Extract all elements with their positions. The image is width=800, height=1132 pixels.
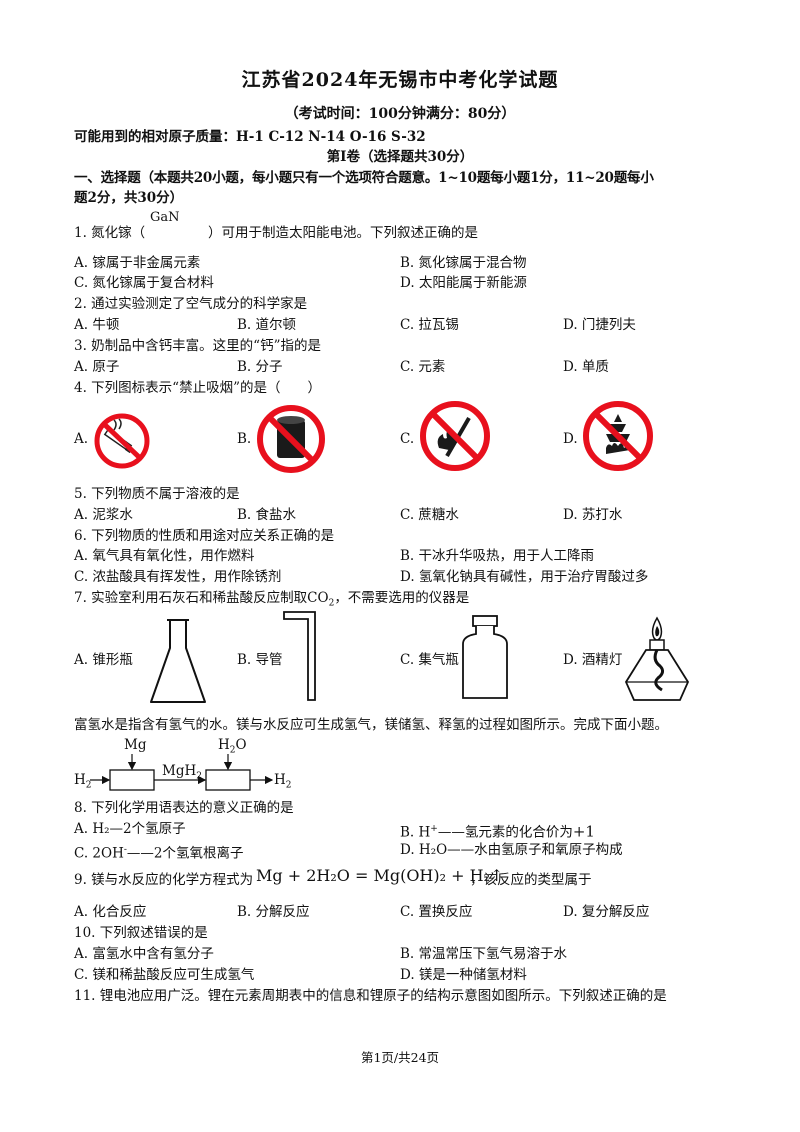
q10-option-d: D. 镁是一种储氢材料 (400, 967, 527, 983)
q9-equation: Mg + 2H₂O = Mg(OH)₂ + H₂↑ (256, 866, 504, 885)
q9-option-a: A. 化合反应 (74, 904, 147, 920)
glass-tube-icon (283, 611, 316, 701)
q9-option-b: B. 分解反应 (237, 904, 310, 920)
q1-option-c: C. 氮化镓属于复合材料 (74, 275, 214, 291)
page-title: 江苏省2024年无锡市中考化学试题 (241, 69, 559, 91)
q1-option-d: D. 太阳能属于新能源 (400, 275, 527, 291)
q9-stem-a: 9. 镁与水反应的化学方程式为 (74, 872, 254, 888)
q10-stem: 10. 下列叙述错误的是 (74, 925, 208, 941)
flow-h2-in-label: H2 (74, 772, 92, 791)
q3-stem: 3. 奶制品中含钙丰富。这里的“钙”指的是 (74, 338, 321, 354)
q3-option-c: C. 元素 (400, 359, 446, 375)
q4-option-c: C. (400, 431, 415, 447)
q5-option-d: D. 苏打水 (563, 507, 623, 523)
q3-option-d: D. 单质 (563, 359, 609, 375)
q1-stem-a: 1. 氮化镓（ (74, 225, 146, 241)
volume-title: 第Ⅰ卷（选择题共30分） (326, 149, 474, 165)
q8-option-a: A. H₂—2个氢原子 (74, 821, 186, 837)
q7-option-a: A. 锥形瓶 (74, 652, 133, 668)
q8-option-b: B. H+——氢元素的化合价为+1 (400, 822, 595, 841)
q1-option-a: A. 镓属于非金属元素 (74, 255, 201, 271)
q6-option-d: D. 氢氧化钠具有碱性，用于治疗胃酸过多 (400, 569, 649, 585)
q6-option-c: C. 浓盐酸具有挥发性，用作除锈剂 (74, 569, 282, 585)
q4-stem: 4. 下列图标表示“禁止吸烟”的是（ ） (74, 380, 321, 396)
q2-option-b: B. 道尔顿 (237, 317, 297, 333)
page-number: 第1页/共24页 (360, 1050, 440, 1065)
q6-stem: 6. 下列物质的性质和用途对应关系正确的是 (74, 528, 335, 544)
atomic-masses: 可能用到的相对原子质量：H-1 C-12 N-14 O-16 S-32 (74, 129, 426, 145)
q3-option-a: A. 原子 (74, 359, 120, 375)
prohibition-barrel-sign-icon (257, 405, 325, 473)
q3-option-b: B. 分子 (237, 359, 283, 375)
no-smoking-sign-icon (94, 413, 150, 469)
q5-stem: 5. 下列物质不属于溶液的是 (74, 486, 240, 502)
no-fire-sign-icon (420, 401, 490, 471)
q4-option-a: A. (74, 431, 89, 447)
q5-option-c: C. 蔗糖水 (400, 507, 459, 523)
erlenmeyer-flask-icon (150, 619, 206, 703)
q11-stem: 11. 锂电池应用广泛。锂在元素周期表中的信息和锂原子的结构示意图如图所示。下列… (74, 988, 667, 1004)
q7-option-d: D. 酒精灯 (563, 652, 623, 668)
q9-option-d: D. 复分解反应 (563, 904, 650, 920)
q2-option-d: D. 门捷列夫 (563, 317, 636, 333)
q10-option-b: B. 常温常压下氢气易溶于水 (400, 946, 568, 962)
q9-stem-b: ，该反应的类型属于 (470, 872, 592, 888)
q2-option-a: A. 牛顿 (74, 317, 120, 333)
q7-option-b: B. 导管 (237, 652, 283, 668)
gan-formula: GaN (150, 210, 180, 225)
q6-option-a: A. 氧气具有氧化性，用作燃料 (74, 548, 255, 564)
q2-stem: 2. 通过实验测定了空气成分的科学家是 (74, 296, 308, 312)
q9-option-c: C. 置换反应 (400, 904, 473, 920)
flow-h2-out-label: H2 (274, 772, 292, 791)
q1-option-b: B. 氮化镓属于混合物 (400, 255, 527, 271)
passage-text: 富氢水是指含有氢气的水。镁与水反应可生成氢气，镁储氢、释氢的过程如图所示。完成下… (74, 717, 668, 733)
q2-option-c: C. 拉瓦锡 (400, 317, 459, 333)
section-heading-line2: 题2分，共30分） (74, 190, 184, 206)
flow-mg-label: Mg (124, 737, 147, 753)
gas-collecting-bottle-icon (462, 615, 508, 699)
q4-option-d: D. (563, 431, 578, 447)
q8-option-c: C. 2OH-——2个氢氧根离子 (74, 845, 244, 862)
flow-h2o-label: H2O (218, 737, 247, 756)
q7-option-c: C. 集气瓶 (400, 652, 459, 668)
q5-option-b: B. 食盐水 (237, 507, 297, 523)
q7-stem: 7. 实验室利用石灰石和稀盐酸反应制取CO2，不需要选用的仪器是 (74, 590, 470, 609)
q5-option-a: A. 泥浆水 (74, 507, 133, 523)
section-heading-line1: 一、选择题（本题共20小题，每小题只有一个选项符合题意。1~10题每小题1分，1… (74, 170, 654, 186)
q4-option-b: B. (237, 431, 252, 447)
flow-diagram-arrows (90, 754, 274, 791)
q10-option-c: C. 镁和稀盐酸反应可生成氢气 (74, 967, 255, 983)
no-fireworks-sign-icon (583, 401, 653, 471)
q1-stem-b: ）可用于制造太阳能电池。下列叙述正确的是 (208, 225, 478, 241)
exam-info: （考试时间：100分钟满分：80分） (284, 106, 516, 122)
q10-option-a: A. 富氢水中含有氢分子 (74, 946, 214, 962)
q8-option-d: D. H₂O——水由氢原子和氧原子构成 (400, 842, 623, 858)
q8-stem: 8. 下列化学用语表达的意义正确的是 (74, 800, 294, 816)
alcohol-lamp-icon (624, 616, 690, 701)
q6-option-b: B. 干冰升华吸热，用于人工降雨 (400, 548, 595, 564)
